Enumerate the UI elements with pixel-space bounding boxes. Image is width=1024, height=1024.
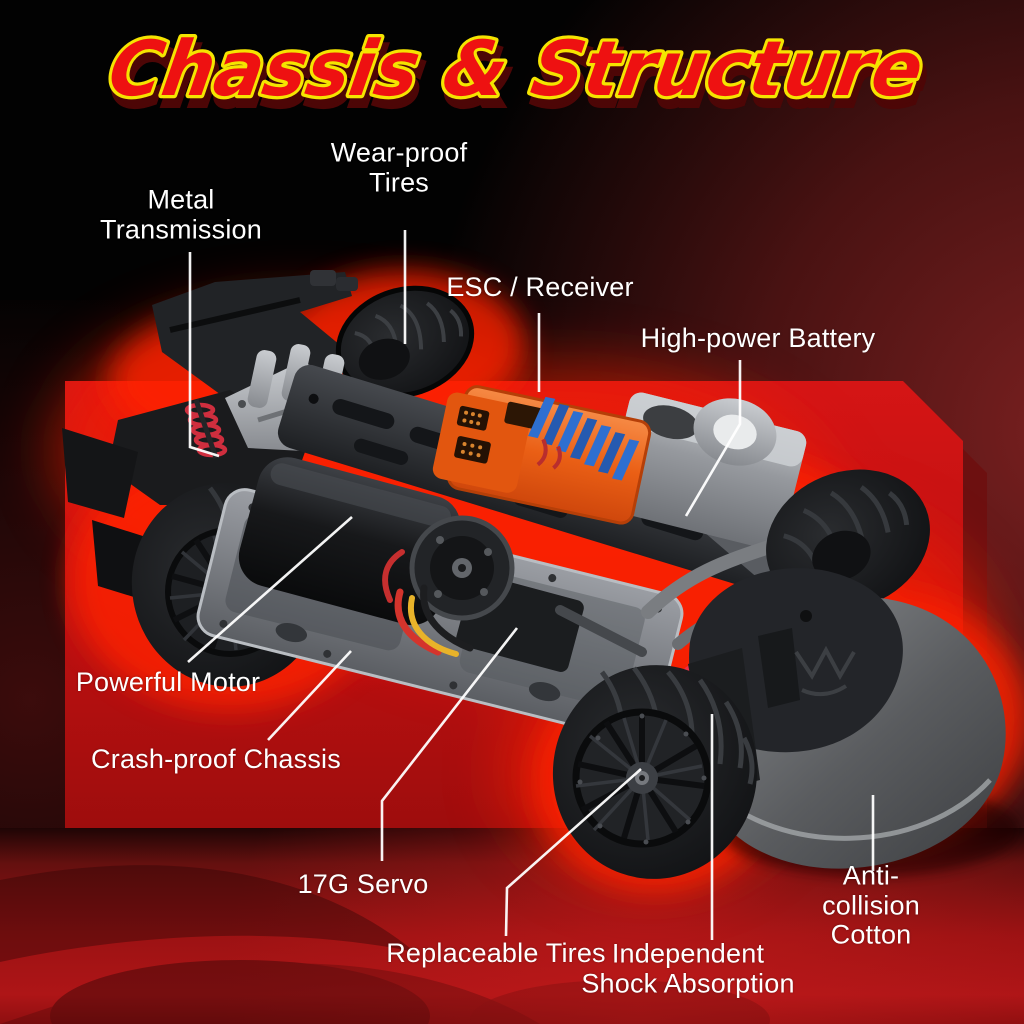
line-high-power-battery	[684, 360, 742, 517]
heatsink	[528, 396, 640, 481]
callout-17g-servo: 17G Servo	[297, 869, 429, 900]
callout-high-power-battery: High-power Battery	[640, 323, 876, 354]
callout-anti-collision-cotton: Anti-collision Cotton	[822, 860, 920, 950]
callout-independent-shock-absorption: Independent Shock Absorption	[581, 938, 795, 998]
rc-car	[62, 270, 1020, 879]
callout-crash-proof-chassis: Crash-proof Chassis	[91, 744, 341, 775]
wheel-front-right-near	[552, 665, 758, 879]
line-powerful-motor	[187, 516, 353, 663]
callout-powerful-motor: Powerful Motor	[75, 667, 261, 698]
watermark-car	[0, 865, 770, 1024]
callout-esc-receiver: ESC / Receiver	[446, 272, 634, 303]
motor	[238, 457, 515, 657]
motor-wires	[382, 549, 474, 657]
callout-wear-proof-tires: Wear-proof Tires	[330, 137, 468, 197]
line-metal-transmission	[188, 252, 220, 458]
callout-metal-transmission: Metal Transmission	[100, 184, 262, 244]
bumper-emblem	[794, 645, 856, 697]
leader-lines	[187, 230, 875, 940]
line-crash-proof-chassis	[267, 650, 352, 741]
page-title: Chassis & Structure Chassis & Structure	[100, 22, 937, 127]
title-shadow: Chassis & Structure	[106, 34, 932, 122]
callout-replaceable-tires: Replaceable Tires	[386, 938, 606, 969]
line-replaceable-tires	[504, 768, 642, 937]
left-endplate	[62, 428, 138, 518]
line-17g-servo	[380, 627, 519, 861]
esc-receiver-unit	[432, 385, 652, 525]
title-text: Chassis & Structure	[103, 25, 929, 113]
